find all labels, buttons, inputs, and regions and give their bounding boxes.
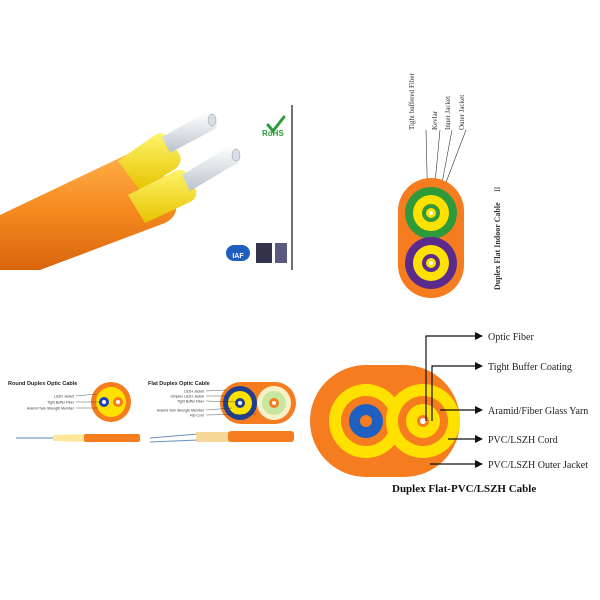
iaf-label: IAF: [232, 253, 244, 260]
flat-indoor-cable-panel: Tight buffered Fiber Kevlar Inner Jacket…: [390, 70, 520, 300]
label-pvc-lszh-outer-jacket: PVC/LSZH Outer Jacket: [488, 460, 588, 471]
round-label-tight-buffer: Tight Buffer Fiber: [47, 401, 75, 405]
round-duplex-title: Round Duplex Optic Cable: [8, 381, 77, 387]
round-duplex-panel: Round Duplex Optic Cable LSZH Jacket Tig…: [8, 372, 143, 452]
flat-label-aramid: Aramid Yarn Strength Member: [157, 409, 205, 413]
iaf-badge: IAF: [226, 245, 250, 261]
cable-caption: Duplex Flat Indoor Cable: [493, 202, 502, 290]
cable-roman-numeral: II: [493, 186, 502, 192]
cable-photo-panel: RoHS IAF: [0, 95, 300, 275]
flat-label-lszh: LSZH Jacket: [184, 390, 204, 394]
flat-pvc-lszh-panel: Optic Fiber Tight Buffer Coating Aramid/…: [305, 322, 600, 502]
label-inner-jacket: Inner Jacket: [444, 96, 452, 130]
label-outer-jacket: Outer Jacket: [458, 95, 466, 130]
rohs-logo: RoHS: [262, 113, 290, 143]
flat-label-simplex: Simplex LSZH Jacket: [171, 395, 204, 399]
certification-badge: [256, 243, 272, 263]
checkmark-icon: [266, 115, 286, 134]
certification-badge-2: [275, 243, 287, 263]
cable-caption: Duplex Flat-PVC/LSZH Cable: [392, 483, 536, 495]
label-tight-buffered-fiber: Tight buffered Fiber: [408, 73, 416, 130]
duplex-cable-illustration: [0, 105, 293, 270]
round-label-lszh: LSZH Jacket: [54, 395, 74, 399]
flat-label-rip-cord: Rip Cord: [190, 414, 204, 418]
label-optic-fiber: Optic Fiber: [488, 332, 534, 343]
flat-pvc-lszh-cross-section: Optic Fiber Tight Buffer Coating Aramid/…: [310, 332, 588, 495]
label-pvc-lszh-cord: PVC/LSZH Cord: [488, 435, 558, 446]
label-aramid-yarn: Aramid/Fiber Glass Yarn: [488, 406, 588, 417]
flat-duplex-panel: Flat Duplex Optic Cable LSZH Jacket Simp…: [148, 372, 298, 452]
rohs-label: RoHS: [262, 129, 284, 138]
flat-indoor-cross-section: Tight buffered Fiber Kevlar Inner Jacket…: [398, 73, 502, 298]
flat-label-tight-buffer: Tight Buffer Fiber: [177, 400, 205, 404]
round-label-aramid: Aramid Yarn Strength Member: [27, 407, 75, 411]
label-tight-buffer-coating: Tight Buffer Coating: [488, 362, 572, 373]
label-kevlar: Kevlar: [431, 110, 439, 130]
flat-duplex-cross-section: Flat Duplex Optic Cable LSZH Jacket Simp…: [148, 381, 296, 443]
round-duplex-cross-section: Round Duplex Optic Cable LSZH Jacket Tig…: [8, 381, 140, 442]
flat-duplex-title: Flat Duplex Optic Cable: [148, 381, 210, 387]
